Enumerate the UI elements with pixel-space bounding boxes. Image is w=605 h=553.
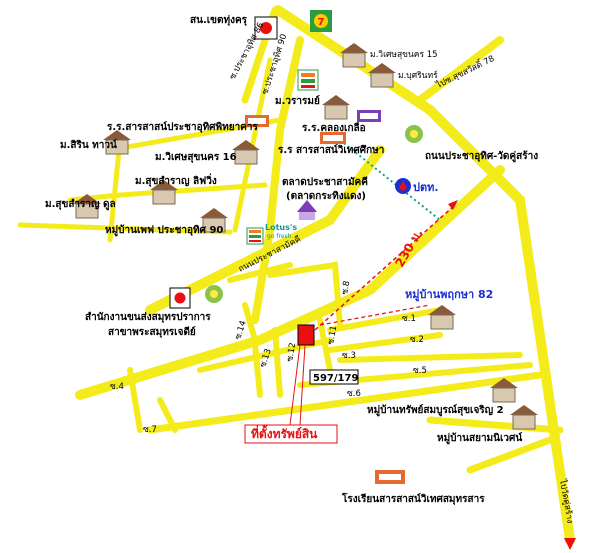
- property-marker-icon: [297, 324, 315, 346]
- police-icon: [254, 16, 278, 40]
- m-sukhsamran-dool-label: ม.สุขสำราญ ดูล: [45, 198, 116, 211]
- soi-6-label: ซ.6: [347, 389, 361, 399]
- soi-13-label: ซ.13: [258, 347, 273, 368]
- m-sukhsamran-liwing-label: ม.สุขสำราญ ลิฟวิ่ง: [135, 173, 217, 187]
- bangchak-icon: [405, 125, 423, 143]
- soi-12-label: ซ.12: [285, 342, 298, 363]
- office-sub-label: สาขาพระสมุทรเจดีย์: [108, 326, 196, 338]
- road-to-sukhsawat: [416, 36, 504, 104]
- market-label: ตลาดประชาสามัคคี: [282, 176, 368, 188]
- road-soi-13: [252, 342, 263, 398]
- soi-7-label: ซ.7: [143, 425, 157, 435]
- m-wises16-label: ม.วิเศษสุขนคร 16: [155, 151, 237, 163]
- house-icon: [428, 305, 456, 330]
- roads: [17, 5, 575, 545]
- house-number-box: [309, 369, 359, 385]
- school-bottom-label: โรงเรียนสารสาสน์วิเทศสมุทรสาร: [341, 492, 485, 505]
- road-soi-8b: [227, 262, 293, 283]
- house-icon: [232, 140, 260, 165]
- school-icon: [375, 470, 405, 484]
- road-pracha-samakki: [145, 145, 385, 315]
- road-left-vertical: [107, 137, 123, 243]
- house-icon: [322, 95, 350, 120]
- soi-8-label: ซ.8: [340, 280, 352, 295]
- police-top-label: สน.เขตทุ่งครุ: [190, 14, 248, 26]
- seven-eleven-icon: [297, 69, 319, 91]
- road-pracha-uthit: [273, 5, 575, 545]
- property-label-box: [244, 424, 338, 444]
- house-icon: [490, 378, 518, 403]
- road-soi-4: [127, 367, 143, 433]
- house-icon: [510, 405, 538, 430]
- school-icon: [320, 132, 346, 144]
- road-soi-3: [337, 352, 523, 363]
- ptt-icon: [395, 178, 411, 194]
- m-siam-label: หมู่บ้านสยามนิเวศน์: [437, 432, 522, 445]
- svg-text:7: 7: [318, 17, 325, 28]
- canal-dotted-line: [339, 139, 441, 221]
- school-sarasas-witet-label: ร.ร สารสาสน์วิเทศศึกษา: [278, 144, 384, 156]
- road-lower-main: [75, 165, 505, 400]
- road-ext-right: [426, 416, 564, 434]
- school-sarasas-pracha-label: ร.ร.สารสาสน์ประชาอุทิศพิทยาคาร: [107, 121, 258, 133]
- m-pef-label: หมู่บ้านเพฟ ประชาอุทิศ 90: [105, 224, 223, 237]
- soi-4-label: ซ.4: [110, 382, 124, 392]
- soi-2-label: ซ.2: [410, 335, 424, 345]
- market-sub-label: (ตลาดกระทิงแดง): [286, 190, 366, 202]
- m-sap-label: หมู่บ้านทรัพย์สมบูรณ์สุขเจริญ 2: [367, 404, 504, 417]
- road-soi-6: [146, 371, 544, 434]
- m-wises15-label: ม.วิเศษสุขนคร 15: [370, 50, 438, 60]
- road-soi-8: [267, 261, 343, 328]
- school-icon: [357, 110, 381, 122]
- house-icon: [73, 194, 101, 219]
- soi-1-label: ซ.1: [402, 314, 416, 324]
- distance-dashed-line: [314, 204, 456, 331]
- school-icon: [245, 115, 269, 127]
- road-soi-12: [272, 327, 283, 398]
- property-pointer: [289, 344, 306, 426]
- house-number-label: 597/179: [313, 373, 358, 384]
- road-soi-7: [157, 397, 178, 433]
- soi-11-label: ซ.11: [326, 325, 339, 346]
- house-icon: [368, 63, 396, 88]
- house-icon: [103, 130, 131, 155]
- bangchak-icon: [205, 285, 223, 303]
- property-label: ที่ตั้งทรัพย์สิน: [251, 424, 318, 441]
- soi-3-label: ซ.3: [342, 351, 356, 361]
- road-soi-90: [251, 36, 304, 324]
- road-lower-right: [466, 436, 554, 474]
- m-pruksa-label: หมู่บ้านพฤกษา 82: [405, 288, 493, 302]
- office-label: สำนักงานขนส่งสมุทรปราการ: [85, 311, 211, 323]
- ptt-label: ปตท.: [413, 181, 439, 194]
- soi-5-label: ซ.5: [413, 366, 427, 376]
- pruksa-dashed-line: [319, 304, 431, 326]
- lotus-icon: Lotus's go fresh: [265, 223, 297, 240]
- house-icon: [340, 43, 368, 68]
- m-burin-label: ม.บุศรินทร์: [398, 70, 438, 81]
- road-soi-1: [327, 307, 443, 333]
- road-soi-2: [327, 332, 443, 353]
- soi-14-label: ซ.14: [233, 319, 248, 340]
- house-icon: [200, 208, 228, 233]
- seven-eleven-icon: [246, 227, 264, 245]
- m-waraporn-label: ม.วรารมย์: [275, 95, 320, 107]
- lotus-label: Lotus's: [265, 223, 297, 232]
- road-soi-11: [317, 317, 333, 373]
- seven-eleven-icon: 7: [310, 10, 332, 32]
- temple-icon: [297, 200, 317, 220]
- road-pracha-wat-label: ถนนประชาอุทิศ-วัดคู่สร้าง: [425, 150, 538, 163]
- post-78-label: ไปซ.สุขสวัสดิ์ 78: [433, 52, 496, 91]
- distance-arrow-icon: [448, 200, 458, 210]
- police-icon: [169, 287, 191, 309]
- road-soi-14: [242, 302, 258, 343]
- school-klong-label: ร.ร.คลองเกลือ: [302, 122, 366, 134]
- road-left-3: [17, 222, 233, 235]
- lotus-sub-label: go fresh: [267, 233, 292, 240]
- m-sirin-label: ม.สิริน ทาวน์: [60, 139, 117, 151]
- south-arrow-icon: [564, 538, 576, 550]
- house-icon: [150, 180, 178, 205]
